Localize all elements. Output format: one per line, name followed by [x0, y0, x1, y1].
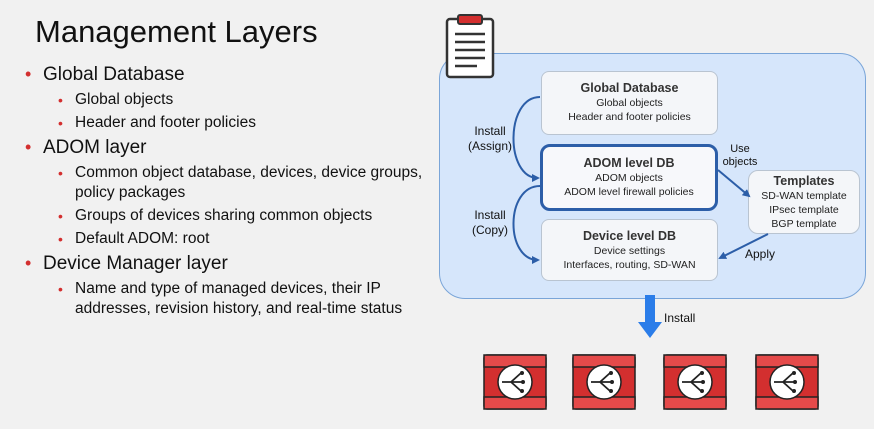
- adom-level-db-title: ADOM level DB: [583, 156, 675, 170]
- sub-bullet: Header and footer policies: [25, 113, 425, 133]
- use-objects-label-line1: Use: [730, 143, 750, 155]
- bullet-adom-layer: ADOM layer: [25, 136, 425, 159]
- sub-bullet: Global objects: [25, 90, 425, 110]
- templates-box: Templates SD-WAN template IPsec template…: [748, 170, 860, 234]
- install-down-label: Install: [664, 311, 696, 325]
- fortigate-icon: [572, 354, 636, 410]
- templates-line: BGP template: [771, 218, 837, 230]
- bullet-device-manager-layer: Device Manager layer: [25, 252, 425, 275]
- install-assign-label-line2: (Assign): [467, 139, 512, 153]
- use-objects-label: Use objects: [716, 143, 764, 169]
- install-down-arrow-head: [638, 322, 662, 338]
- adom-level-db-line: ADOM level firewall policies: [564, 186, 694, 198]
- device-level-db-title: Device level DB: [582, 229, 677, 243]
- use-objects-label-line2: objects: [722, 156, 758, 168]
- bullet-global-database: Global Database: [25, 63, 425, 86]
- templates-line: SD-WAN template: [761, 190, 847, 202]
- global-database-line: Global objects: [596, 97, 663, 109]
- install-assign-label: Install (Assign): [462, 124, 518, 154]
- install-assign-label-line1: Install: [474, 124, 506, 138]
- apply-label: Apply: [744, 247, 776, 261]
- sub-bullet: Common object database, devices, device …: [25, 163, 425, 203]
- global-database-line: Header and footer policies: [568, 111, 691, 123]
- device-level-db-line: Interfaces, routing, SD-WAN: [563, 259, 696, 271]
- bullet-list: Global Database Global objects Header an…: [25, 63, 425, 322]
- install-copy-label-line1: Install: [474, 208, 506, 222]
- global-database-title: Global Database: [580, 81, 679, 95]
- fortigate-icon: [663, 354, 727, 410]
- adom-level-db-box: ADOM level DB ADOM objects ADOM level fi…: [540, 144, 718, 211]
- install-copy-label: Install (Copy): [462, 208, 518, 238]
- device-level-db-line: Device settings: [593, 245, 666, 257]
- sub-bullet: Default ADOM: root: [25, 229, 425, 249]
- adom-level-db-line: ADOM objects: [595, 172, 663, 184]
- global-database-box: Global Database Global objects Header an…: [541, 71, 718, 135]
- slide-title: Management Layers: [35, 14, 318, 49]
- sub-bullet: Name and type of managed devices, their …: [25, 279, 425, 319]
- install-copy-label-line2: (Copy): [471, 223, 508, 237]
- sub-bullet: Groups of devices sharing common objects: [25, 206, 425, 226]
- install-down-arrow-shaft: [645, 295, 655, 322]
- templates-title: Templates: [773, 174, 835, 188]
- clipboard-icon: [445, 14, 495, 79]
- templates-line: IPsec template: [769, 204, 839, 216]
- device-level-db-box: Device level DB Device settings Interfac…: [541, 219, 718, 281]
- fortigate-icon: [755, 354, 819, 410]
- fortigate-icon: [483, 354, 547, 410]
